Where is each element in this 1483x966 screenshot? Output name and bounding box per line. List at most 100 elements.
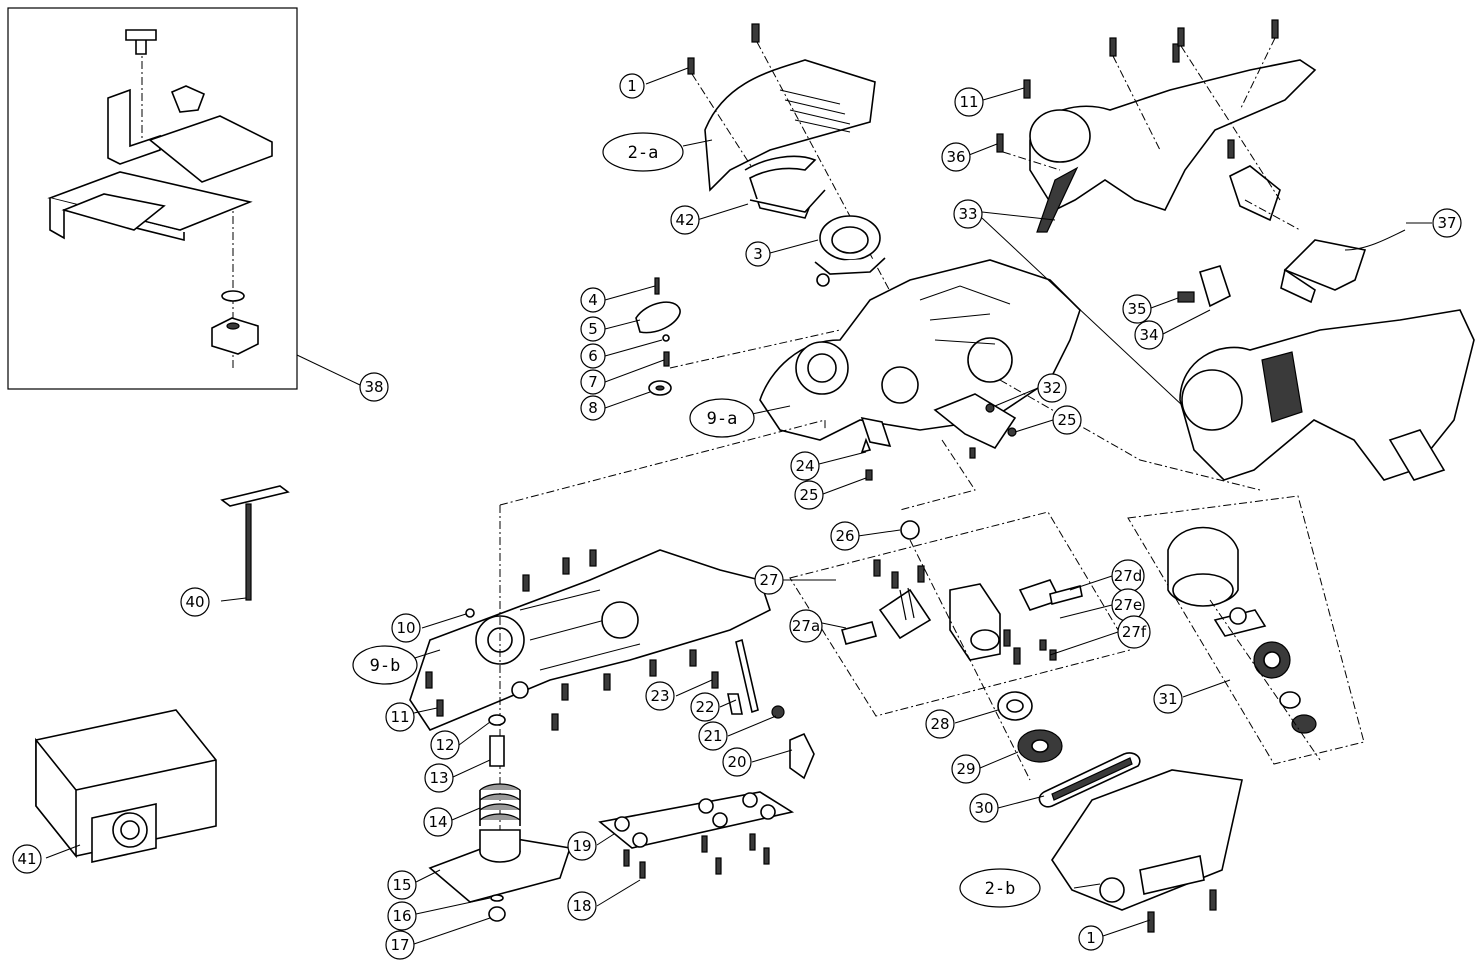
shaft-pins	[711, 638, 815, 780]
callout-23: 23	[645, 681, 675, 711]
callout-40: 40	[180, 587, 210, 617]
svg-text:21: 21	[703, 727, 722, 745]
svg-text:18: 18	[572, 897, 591, 915]
fence-bracket	[107, 88, 161, 165]
svg-text:24: 24	[795, 457, 814, 475]
svg-text:17: 17	[390, 936, 409, 954]
callout-25-upper: 25	[1052, 405, 1082, 435]
svg-text:13: 13	[429, 769, 448, 787]
callout-11-base: 11	[385, 702, 415, 732]
callout-16: 16	[387, 901, 417, 931]
svg-text:5: 5	[588, 320, 598, 338]
fence-knob	[125, 29, 157, 55]
fence-guide-rail	[47, 171, 253, 231]
cover-screw	[751, 23, 760, 43]
fence-thumb-screw	[170, 85, 206, 113]
callout-24: 24	[790, 451, 820, 481]
svg-text:10: 10	[396, 619, 415, 637]
callout-21: 21	[698, 721, 728, 751]
svg-text:42: 42	[675, 211, 694, 229]
upper-belt-cover	[687, 23, 876, 192]
callout-11-handle: 11	[954, 87, 984, 117]
rear-handle-housing	[1179, 309, 1475, 481]
callout-38: 38	[359, 372, 389, 402]
motor-assembly	[1167, 526, 1317, 734]
fence-washer	[221, 290, 245, 302]
callout-14: 14	[423, 807, 453, 837]
svg-text:30: 30	[974, 799, 993, 817]
hex-key	[220, 485, 290, 601]
svg-text:1: 1	[1086, 929, 1096, 947]
callout-3: 3	[745, 241, 771, 267]
svg-text:23: 23	[650, 687, 669, 705]
svg-text:29: 29	[956, 760, 975, 778]
callout-15: 15	[387, 870, 417, 900]
callout-31: 31	[1153, 684, 1183, 714]
deflector	[933, 393, 1017, 459]
callout-7: 7	[580, 369, 606, 395]
svg-text:33: 33	[958, 205, 977, 223]
callout-17: 17	[385, 930, 415, 960]
svg-text:6: 6	[588, 347, 598, 365]
svg-text:8: 8	[588, 399, 598, 417]
svg-text:27f: 27f	[1122, 623, 1147, 641]
storage-case	[35, 709, 217, 863]
spring-clip	[744, 155, 826, 219]
callout-18: 18	[567, 891, 597, 921]
svg-text:28: 28	[930, 715, 949, 733]
callout-2b: 2-b	[959, 868, 1041, 908]
lower-belt-cover	[1051, 769, 1243, 933]
callout-27a: 27a	[789, 609, 823, 643]
svg-text:36: 36	[946, 148, 965, 166]
fence-plate	[148, 115, 273, 183]
callout-20: 20	[722, 747, 752, 777]
svg-text:1: 1	[627, 77, 637, 95]
svg-text:31: 31	[1158, 690, 1177, 708]
svg-text:25: 25	[799, 486, 818, 504]
depth-adjust-stack	[428, 714, 572, 922]
callout-25-lower: 25	[794, 480, 824, 510]
callout-27f: 27f	[1117, 615, 1151, 649]
drive-components	[997, 691, 1141, 808]
callout-35: 35	[1122, 294, 1152, 324]
svg-text:14: 14	[428, 813, 447, 831]
svg-text:32: 32	[1042, 379, 1061, 397]
callout-22: 22	[690, 692, 720, 722]
svg-text:22: 22	[695, 698, 714, 716]
callout-27e: 27e	[1111, 588, 1145, 622]
callout-33: 33	[953, 199, 983, 229]
power-switch	[1280, 229, 1406, 304]
washer	[488, 714, 506, 726]
svg-text:4: 4	[588, 291, 598, 309]
svg-text:3: 3	[753, 245, 763, 263]
callout-34: 34	[1134, 320, 1164, 350]
svg-text:37: 37	[1437, 214, 1456, 232]
svg-text:20: 20	[727, 753, 746, 771]
handle-top	[1029, 59, 1317, 233]
lock-button	[1177, 265, 1231, 308]
svg-text:41: 41	[17, 850, 36, 868]
callout-37: 37	[1432, 208, 1462, 238]
svg-text:16: 16	[392, 907, 411, 925]
svg-text:11: 11	[390, 708, 409, 726]
callout-28: 28	[925, 709, 955, 739]
callout-29: 29	[951, 754, 981, 784]
svg-text:27a: 27a	[792, 617, 820, 635]
brush-holder	[860, 416, 892, 481]
callout-6: 6	[580, 343, 606, 369]
svg-text:9-a: 9-a	[707, 409, 738, 429]
callout-5: 5	[580, 316, 606, 342]
svg-text:11: 11	[959, 93, 978, 111]
callout-26: 26	[830, 521, 860, 551]
callout-9b: 9-b	[352, 645, 418, 685]
callout-labels: 1 2-a 3 4 5 6 7 8 9-a 9-b 10 11 11 12 13…	[12, 73, 1462, 960]
callout-27: 27	[754, 565, 784, 595]
bearing-collar	[814, 215, 886, 287]
base-screws	[425, 549, 697, 731]
svg-text:9-b: 9-b	[370, 656, 401, 676]
callout-12: 12	[430, 730, 460, 760]
callout-8: 8	[580, 395, 606, 421]
cutter-head-assembly	[841, 520, 1083, 665]
callout-36: 36	[941, 142, 971, 172]
